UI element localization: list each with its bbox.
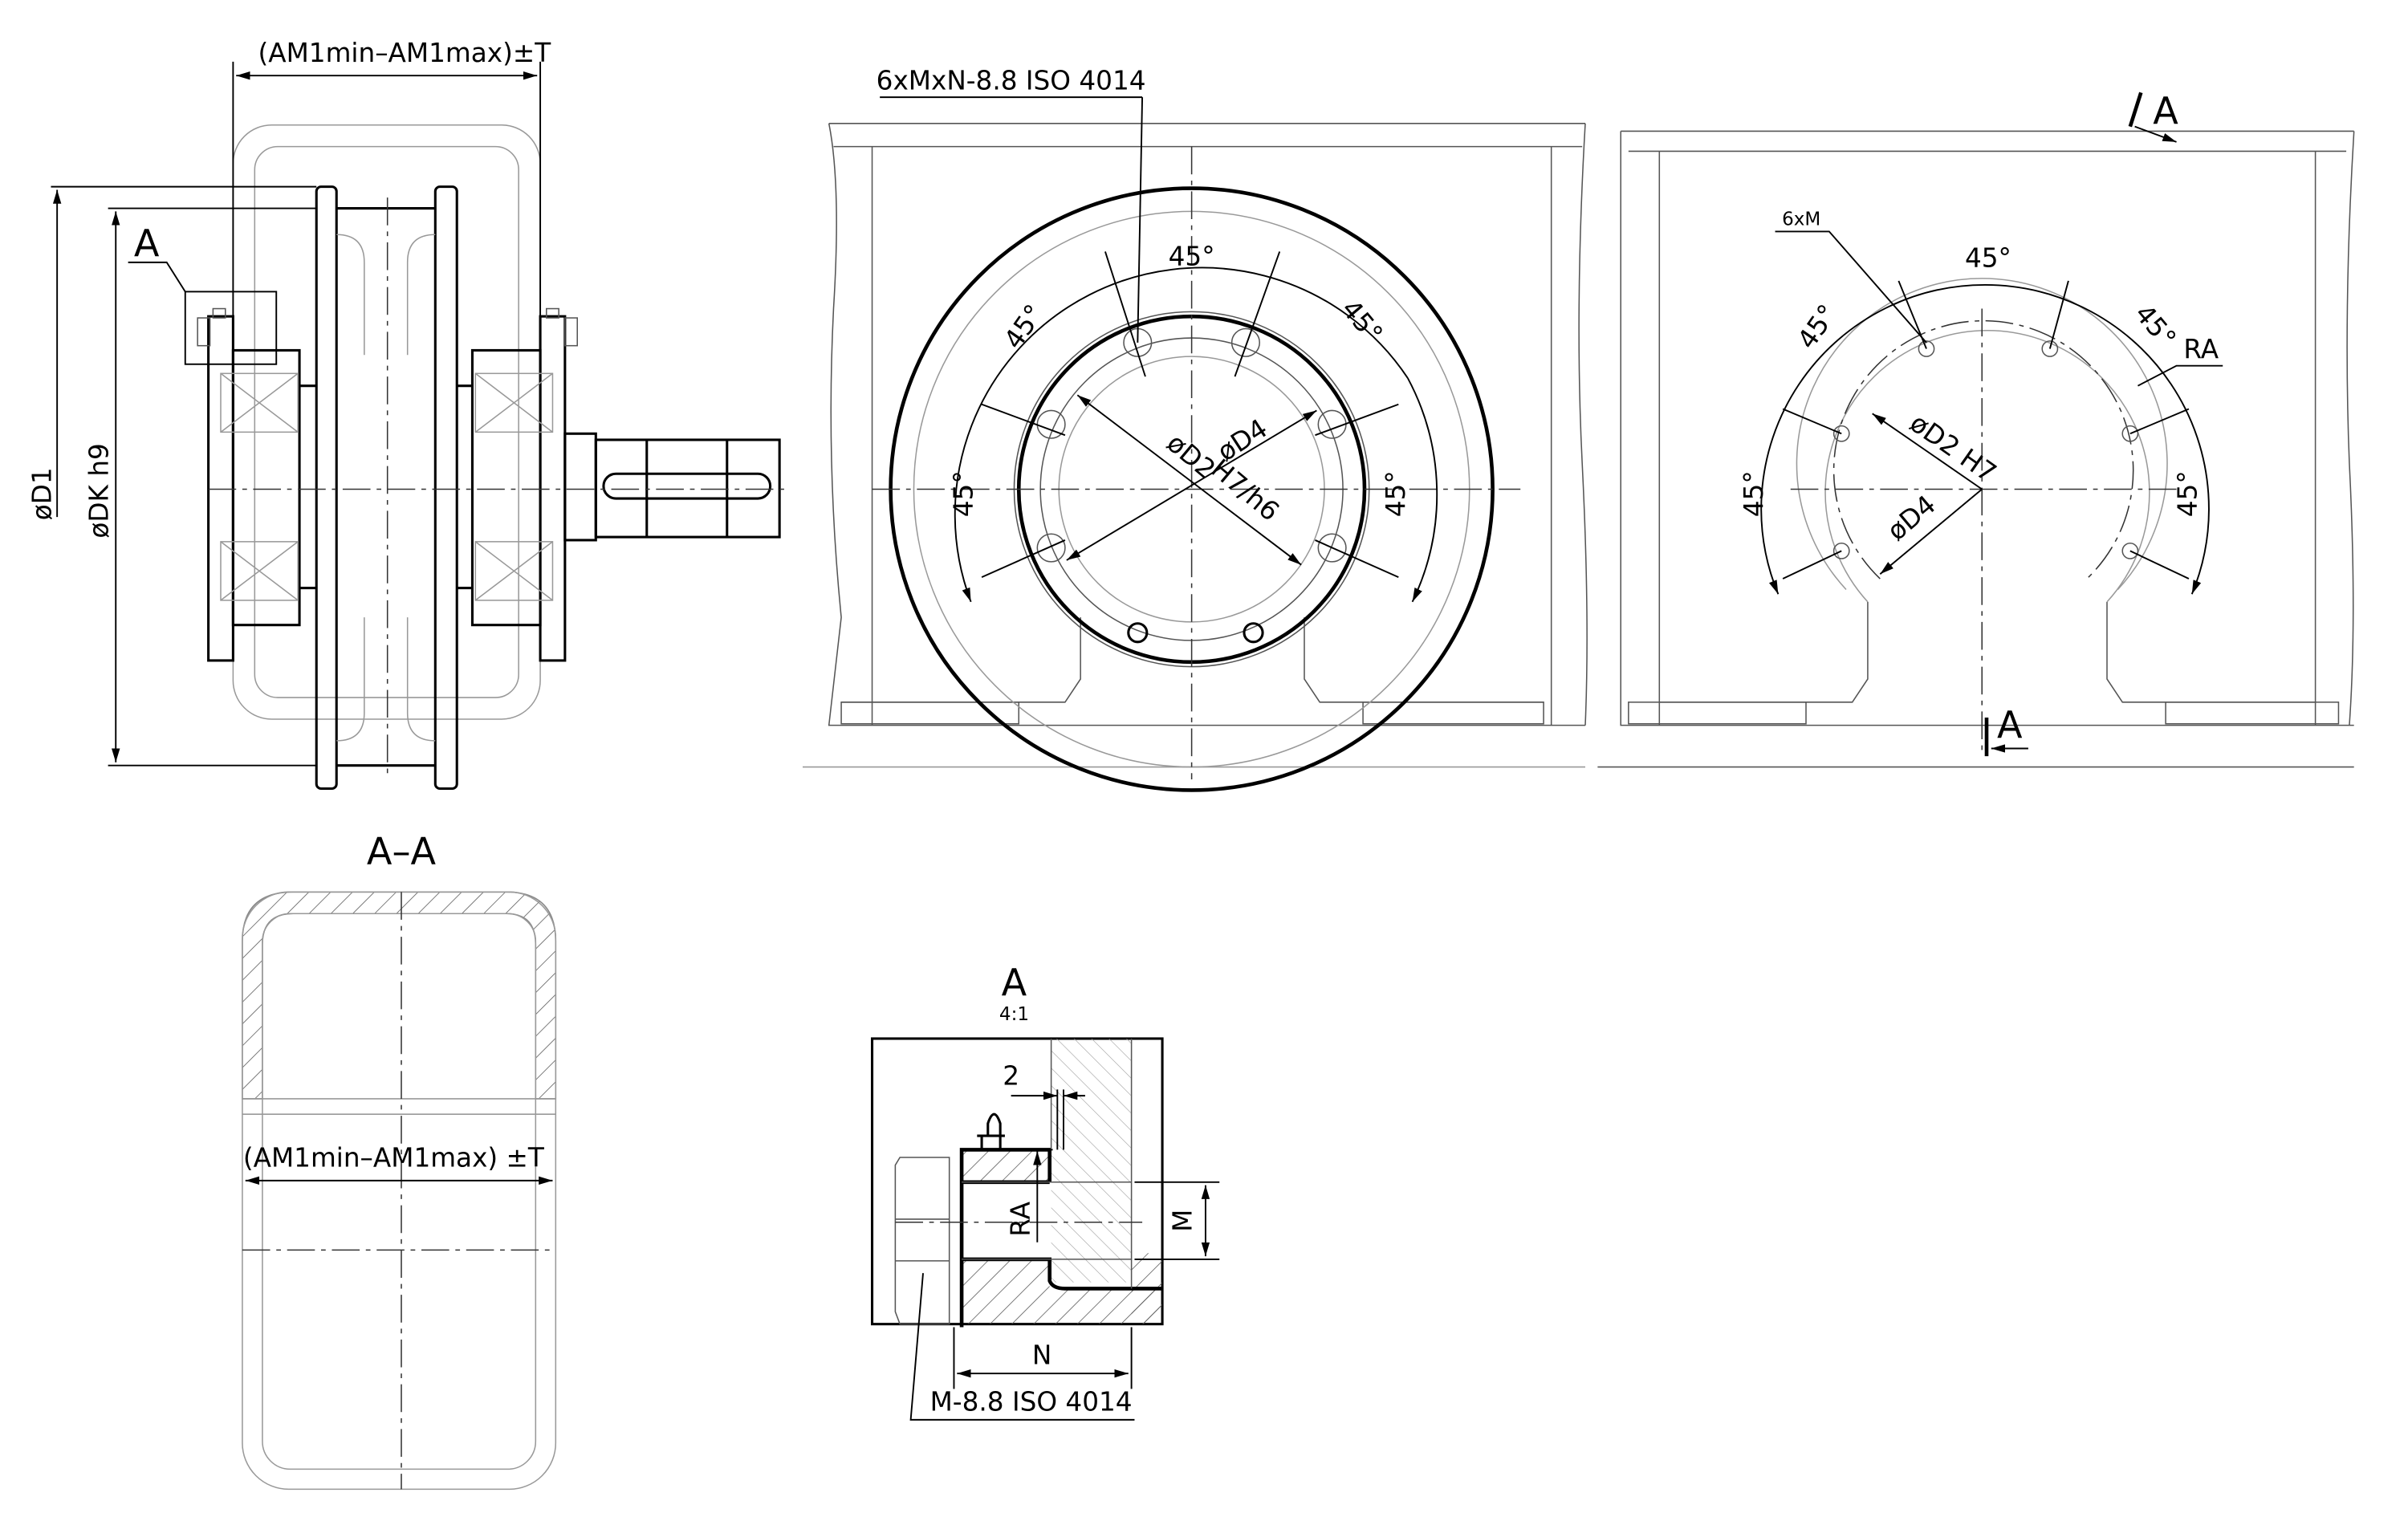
front-view: 6xMxN-8.8 ISO 4014 45° 45° 45° 45° 45° ø… xyxy=(803,66,2354,792)
section-mark-bottom: A xyxy=(1997,703,2023,746)
ra-label: RA xyxy=(1006,1201,1036,1236)
section-width-dimension: (AM1min–AM1max) ±T xyxy=(243,1143,545,1173)
gap-dimension: 2 xyxy=(1003,1061,1019,1092)
side-view: (AM1min–AM1max)±T øD1 øDK h9 xyxy=(26,38,787,791)
ra-label: RA xyxy=(2183,334,2219,364)
angle-label: 45° xyxy=(1381,470,1411,517)
angle-label: 45° xyxy=(2129,299,2182,354)
rear-view: 6xM 45° 45° 45° 45° 45° RA øD2 H7 øD4 A … xyxy=(1620,89,2355,757)
angle-label: 45° xyxy=(2173,470,2203,517)
bolt-callout: M-8.8 ISO 4014 xyxy=(930,1386,1133,1417)
n-dimension: N xyxy=(1032,1340,1051,1371)
angle-label: 45° xyxy=(1336,294,1389,349)
detail-a: A 4:1 2 RA M N M-8.8 ISO 4014 xyxy=(871,961,1220,1421)
angle-label: 45° xyxy=(1739,470,1769,517)
hole-callout: 6xM xyxy=(1782,209,1820,230)
bolt-callout: 6xMxN-8.8 ISO 4014 xyxy=(877,66,1146,96)
angle-label: 45° xyxy=(998,299,1049,354)
fit-label: H7/h6 xyxy=(1206,453,1285,527)
section-aa: A–A (AM1min–AM1max) ±T xyxy=(242,830,557,1491)
dia-dk-label: øDK h9 xyxy=(84,443,115,538)
section-title: A–A xyxy=(367,830,437,873)
angle-label: 45° xyxy=(949,470,979,517)
m-dimension: M xyxy=(1168,1210,1198,1232)
dia-d1-label: øD1 xyxy=(26,467,57,520)
detail-scale: 4:1 xyxy=(999,1004,1029,1025)
dia-d4-label: øD4 xyxy=(1881,490,1942,547)
detail-a-reference: A xyxy=(134,222,160,265)
angle-label: 45° xyxy=(1169,242,1215,272)
detail-title: A xyxy=(1002,961,1027,1004)
angle-label: 45° xyxy=(1965,243,2011,274)
section-mark-top: A xyxy=(2153,89,2178,132)
side-width-dimension: (AM1min–AM1max)±T xyxy=(258,38,552,68)
dia-d2-label: øD2 H7 xyxy=(1904,408,2001,489)
angle-label: 45° xyxy=(1792,299,1843,354)
